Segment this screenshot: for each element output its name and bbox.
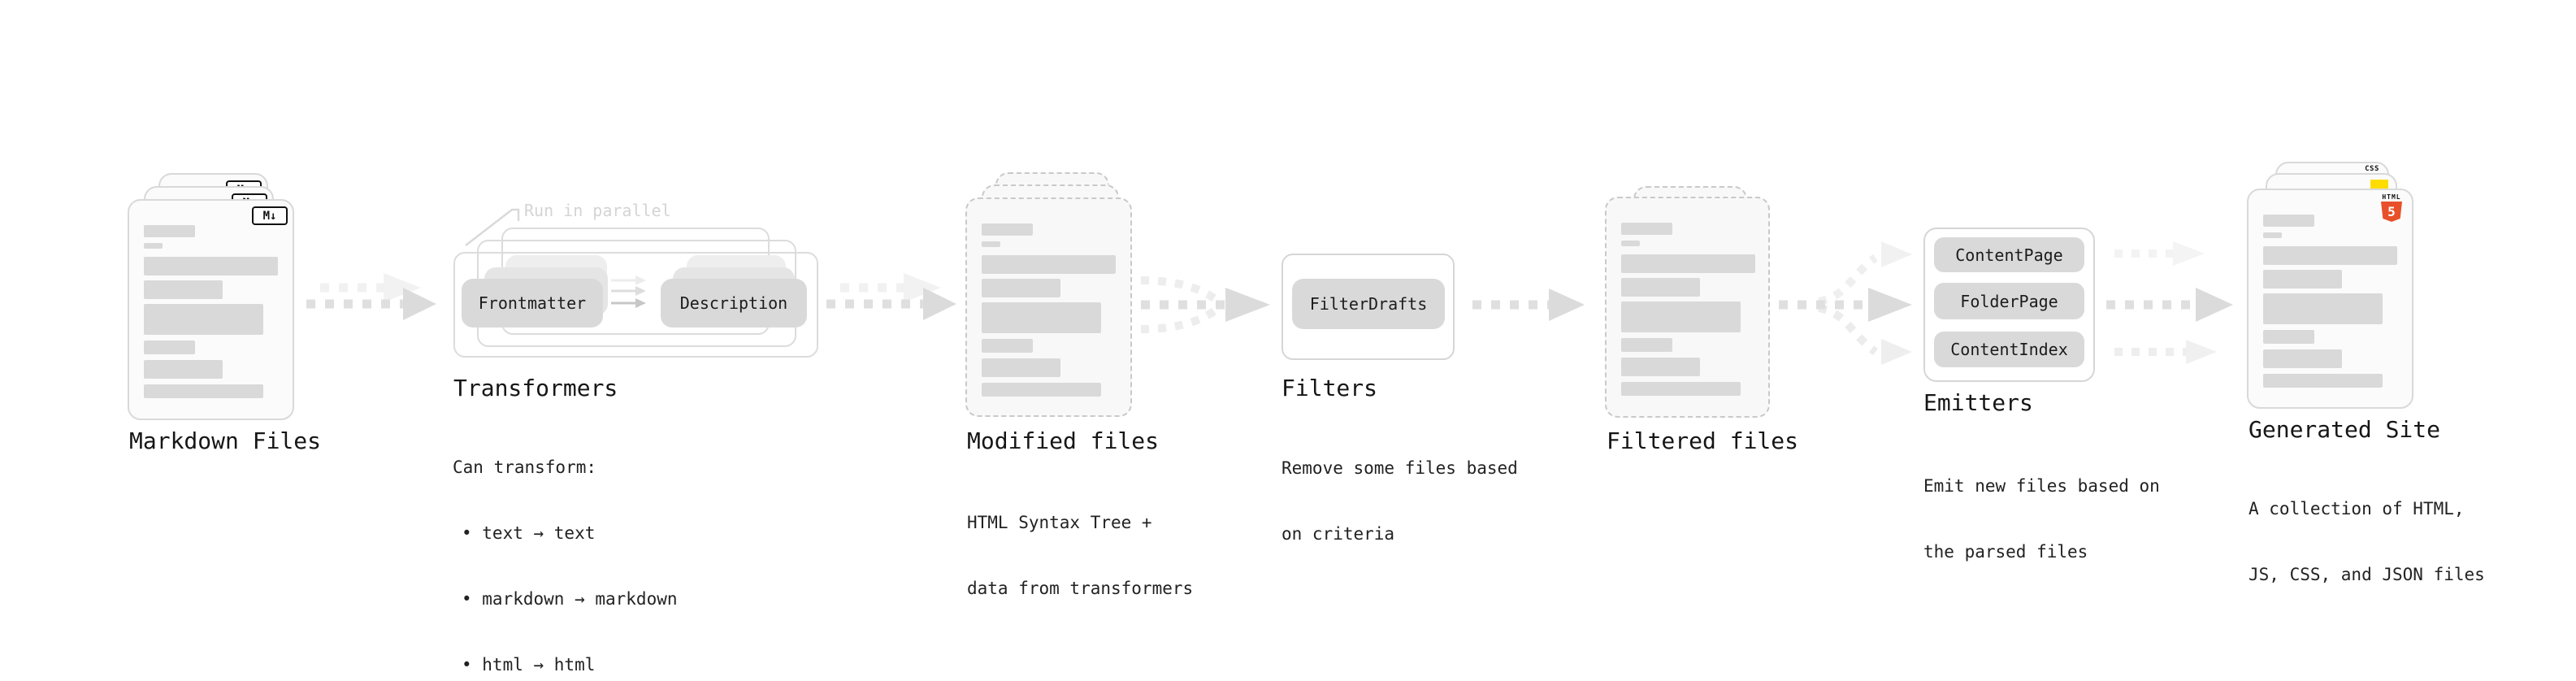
flow-arrow-filters-to-filtered <box>1472 288 1585 321</box>
annotation-leader-line <box>465 208 520 246</box>
transform-bullet: • markdown → markdown <box>462 589 678 609</box>
generated-site-description: A collection of HTML, JS, CSS, and JSON … <box>2249 454 2485 630</box>
contentindex-pill: ContentIndex <box>1934 332 2084 367</box>
flow-arrow-emitters-to-site-bottom <box>2114 340 2217 364</box>
generated-site-label: Generated Site <box>2249 416 2441 443</box>
flow-arrow-emitters-to-site-middle <box>2106 288 2233 322</box>
filters-box <box>1281 254 1455 360</box>
html5-label: HTML <box>2382 193 2401 201</box>
run-in-parallel-annotation: Run in parallel <box>524 201 671 220</box>
emitters-box <box>1923 228 2095 382</box>
markdown-files-label: Markdown Files <box>129 427 322 454</box>
transform-arrows-icon <box>611 275 646 308</box>
emitters-description: Emit new files based on the parsed files <box>1923 432 2160 607</box>
transformers-label: Transformers <box>453 375 618 401</box>
transform-bullet: • html → html <box>462 655 596 674</box>
modified-file-card-front <box>965 197 1132 417</box>
html5-icon: HTML 5 <box>2379 193 2404 222</box>
description-line: Remove some files based <box>1281 458 1518 478</box>
description-line: Emit new files based on <box>1923 476 2160 496</box>
transformers-description-intro: Can transform: <box>453 458 597 477</box>
doc-text-bars <box>967 199 1130 415</box>
description-line: JS, CSS, and JSON files <box>2249 565 2485 584</box>
filters-description: Remove some files based on criteria <box>1281 414 1518 589</box>
js-badge-icon <box>2370 180 2388 189</box>
description-line: on criteria <box>1281 524 1395 544</box>
description-line: the parsed files <box>1923 542 2088 562</box>
description-line: data from transformers <box>967 579 1194 598</box>
doc-text-bars <box>1607 198 1768 416</box>
html-file-card: HTML 5 <box>2247 189 2413 409</box>
description-line: A collection of HTML, <box>2249 499 2465 518</box>
flow-arrow-emitters-to-site-top <box>2114 241 2205 266</box>
flow-arrow-modified-to-filters <box>1140 276 1270 333</box>
description-pill: Description <box>661 279 807 327</box>
filters-label: Filters <box>1281 375 1378 401</box>
emitters-label: Emitters <box>1923 389 2033 416</box>
doc-text-bars <box>2249 190 2412 407</box>
html5-number: 5 <box>2387 203 2396 219</box>
description-line: HTML Syntax Tree + <box>967 513 1152 532</box>
stage-markdown-files: M↓ M↓ M↓ <box>128 173 323 425</box>
flow-arrow-filtered-to-emitters <box>1779 241 1912 365</box>
markdown-file-card-front: M↓ <box>128 199 294 420</box>
filtered-files-label: Filtered files <box>1607 427 1799 454</box>
flow-arrow-transformers-to-modified <box>826 273 956 320</box>
transformers-description: Can transform: • text → text • markdown … <box>453 413 678 681</box>
transformers-frame-front <box>453 252 818 358</box>
flow-arrow-markdown-to-transformers <box>306 273 436 320</box>
modified-files-description: HTML Syntax Tree + data from transformer… <box>967 468 1193 644</box>
stage-generated-site: CSS HTML 5 <box>2247 162 2442 414</box>
folderpage-pill: FolderPage <box>1934 283 2084 319</box>
markdown-icon: M↓ <box>252 206 288 225</box>
stage-filtered-files <box>1605 186 1800 430</box>
filtered-file-card-front <box>1605 197 1770 418</box>
contentpage-pill: ContentPage <box>1934 237 2084 272</box>
frontmatter-pill: Frontmatter <box>462 279 603 327</box>
css-badge-label: CSS <box>2365 165 2379 173</box>
doc-text-bars <box>129 201 293 419</box>
stage-modified-files <box>965 172 1160 424</box>
filterdrafts-pill: FilterDrafts <box>1292 279 1445 329</box>
modified-files-label: Modified files <box>967 427 1160 454</box>
transform-bullet: • text → text <box>462 523 596 543</box>
